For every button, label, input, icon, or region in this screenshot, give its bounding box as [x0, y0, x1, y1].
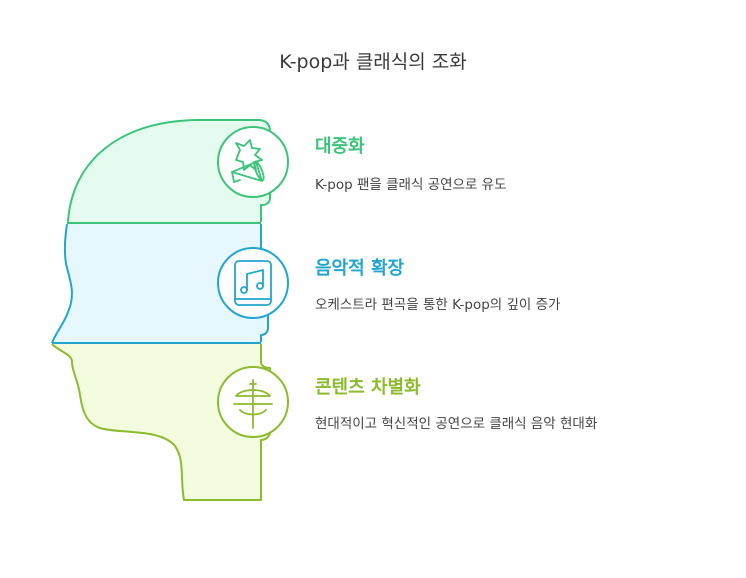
band-top-outline [67, 119, 271, 223]
cymbal-icon [217, 366, 289, 438]
megaphone-icon [217, 126, 289, 198]
section-desc-musical-expansion: 오케스트라 편곡을 통한 K-pop의 깊이 증가 [315, 297, 561, 313]
section-title-content-differentiation: 콘텐츠 차별화 [315, 377, 421, 398]
section-title-musical-expansion: 음악적 확장 [315, 258, 405, 279]
music-book-icon [217, 247, 289, 319]
section-desc-content-differentiation: 현대적이고 혁신적인 공연으로 클래식 음악 현대화 [315, 416, 598, 432]
page-title: K-pop과 클래식의 조화 [279, 51, 467, 73]
section-desc-popularization: K-pop 팬을 클래식 공연으로 유도 [315, 177, 507, 193]
section-title-popularization: 대중화 [315, 136, 365, 157]
